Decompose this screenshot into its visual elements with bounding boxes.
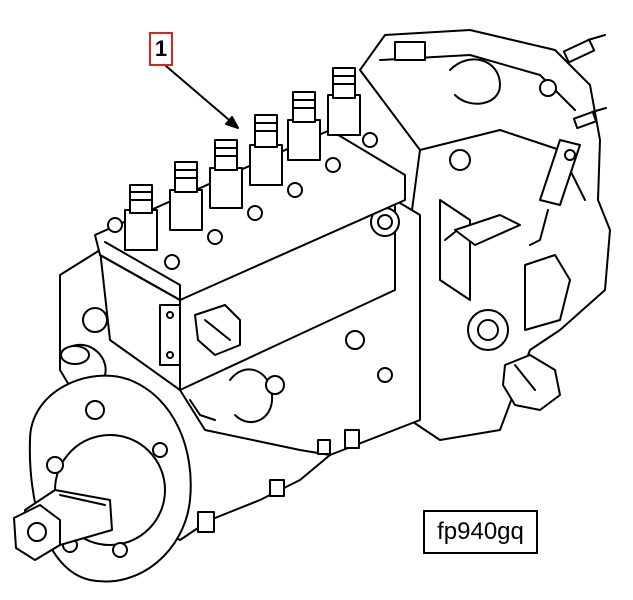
delivery-valve-2 — [169, 161, 203, 231]
governor-housing — [359, 29, 611, 441]
callout-leader-arrow — [165, 65, 239, 129]
drive-shaft — [13, 489, 113, 561]
delivery-valves — [124, 67, 361, 251]
delivery-valve-5 — [287, 91, 321, 161]
delivery-valve-3 — [209, 139, 243, 209]
delivery-valve-6 — [327, 67, 361, 136]
control-lever — [529, 139, 581, 246]
figure-code-label: fp940gq — [423, 510, 538, 554]
delivery-valve-1 — [124, 184, 158, 251]
head-nuts — [107, 132, 378, 270]
body-fitting — [159, 304, 241, 366]
side-plug — [502, 354, 561, 411]
governor-studs — [539, 34, 607, 130]
drain-fittings — [197, 429, 360, 533]
callout-number-label: 1 — [149, 32, 173, 66]
delivery-valve-4 — [249, 114, 283, 186]
